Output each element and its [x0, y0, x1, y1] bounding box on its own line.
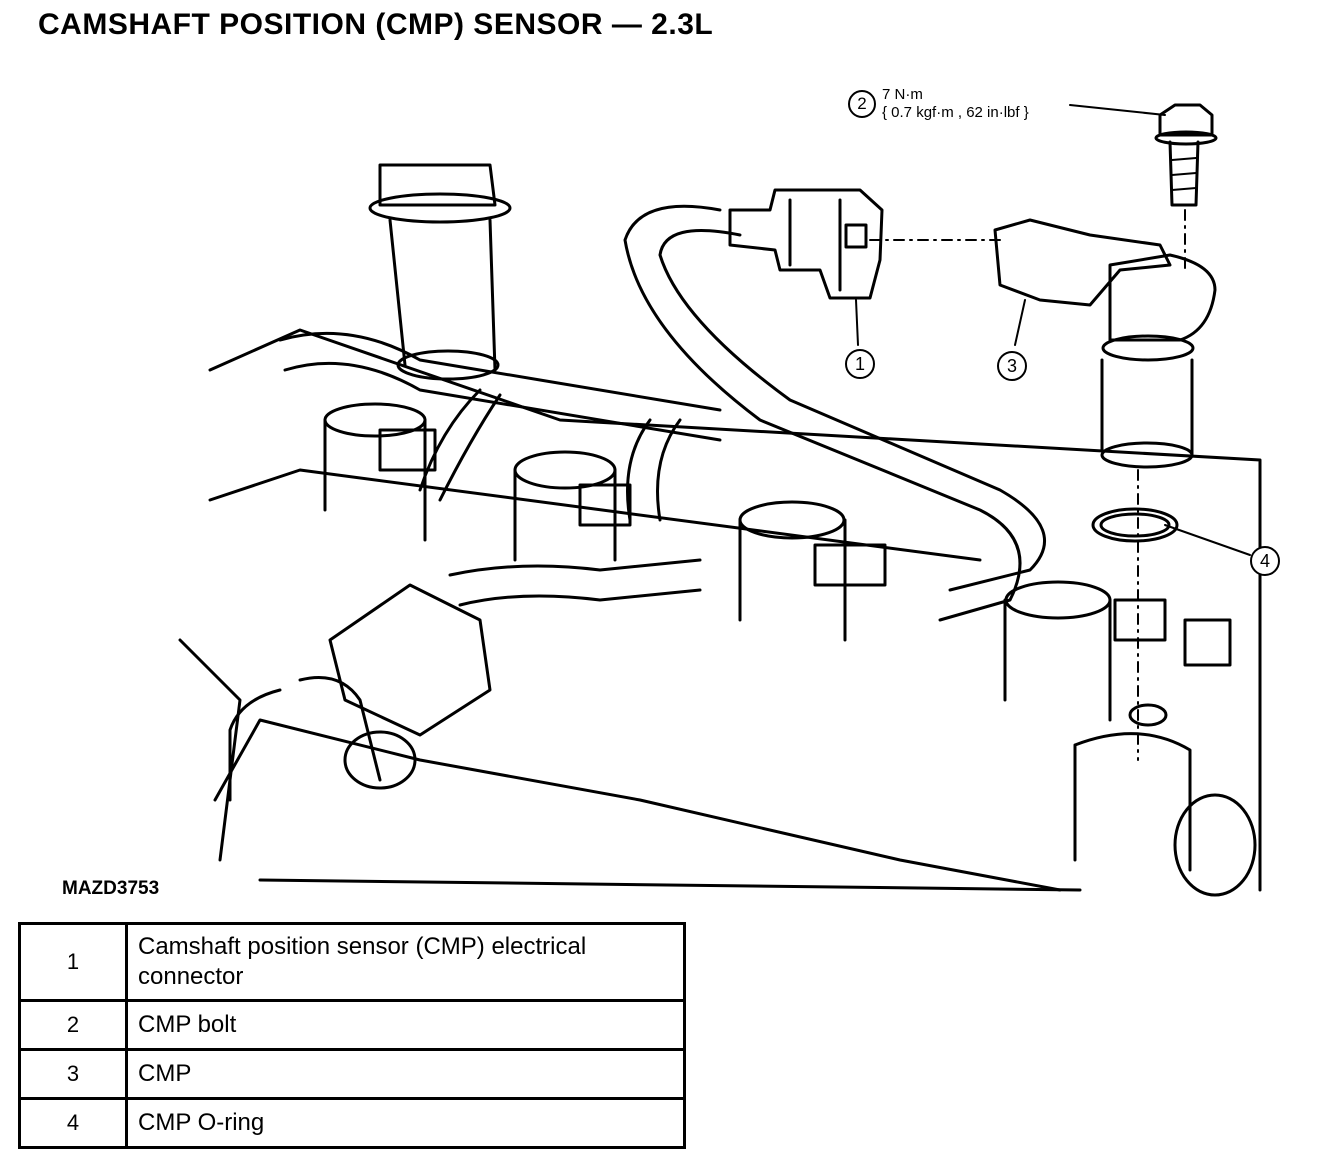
coil-packs	[323, 402, 1112, 722]
diagram-title: CAMSHAFT POSITION (CMP) SENSOR — 2.3L	[38, 8, 714, 41]
legend-description: CMP bolt	[125, 999, 686, 1051]
legend-number: 4	[18, 1097, 128, 1149]
parts-legend-table: 1 Camshaft position sensor (CMP) electri…	[18, 922, 686, 1149]
legend-row: 4 CMP O-ring	[18, 1097, 686, 1149]
legend-description: Camshaft position sensor (CMP) electrica…	[125, 922, 686, 1002]
torque-line-alt: { 0.7 kgf·m , 62 in·lbf }	[882, 104, 1029, 121]
legend-number: 3	[18, 1048, 128, 1100]
cmp-sensor	[993, 218, 1217, 469]
legend-number: 2	[18, 999, 128, 1051]
valve-cover-outline	[178, 328, 1262, 892]
legend-row: 3 CMP	[18, 1048, 686, 1100]
cmp-electrical-connector	[728, 188, 884, 300]
legend-row: 2 CMP bolt	[18, 999, 686, 1051]
oil-filler-cap	[368, 163, 512, 381]
leader-lines	[855, 104, 1251, 556]
engine-line-drawing	[178, 103, 1262, 897]
torque-values: 7 N·m { 0.7 kgf·m , 62 in·lbf }	[882, 86, 1029, 122]
callout-1: 1	[845, 349, 875, 379]
legend-description: CMP	[125, 1048, 686, 1100]
torque-line-metric: 7 N·m	[882, 86, 923, 103]
legend-description: CMP O-ring	[125, 1097, 686, 1149]
callout-3: 3	[997, 351, 1027, 381]
callout-4: 4	[1250, 546, 1280, 576]
hoses	[278, 204, 1047, 622]
legend-number: 1	[18, 922, 128, 1002]
legend-row: 1 Camshaft position sensor (CMP) electri…	[18, 922, 686, 1002]
harness-connector	[228, 583, 492, 802]
callout-2: 2	[848, 90, 876, 118]
cmp-o-ring	[1091, 507, 1179, 543]
sensor-mounting-boss	[1073, 703, 1257, 897]
figure-id: MAZD3753	[62, 878, 160, 899]
cmp-bolt	[1154, 103, 1218, 207]
coil-connectors	[378, 428, 1232, 667]
